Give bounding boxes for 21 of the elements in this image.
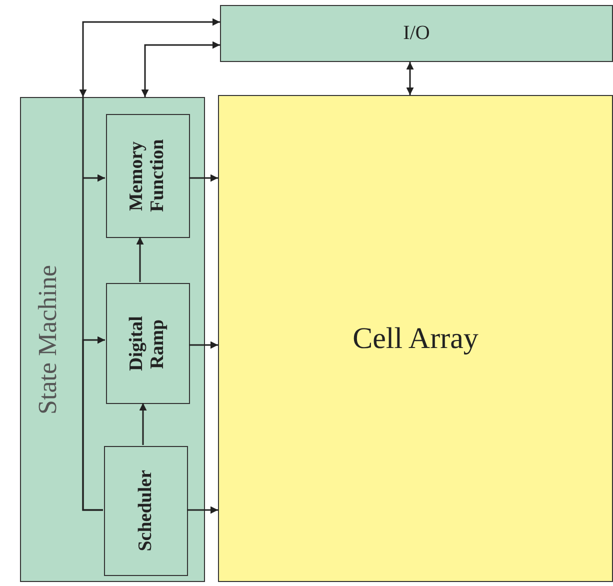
- connector-arrow: [189, 174, 218, 182]
- connector-arrow: [139, 403, 147, 445]
- block-label: Cell Array: [352, 322, 478, 356]
- function-block: [104, 446, 188, 576]
- block-label: State Machine: [33, 264, 63, 414]
- block-label: I/O: [403, 22, 430, 45]
- connector-arrow: [79, 18, 220, 97]
- function-block: [106, 283, 190, 404]
- block-label: Scheduler: [136, 470, 156, 552]
- block-label: Digital Ramp: [127, 315, 169, 373]
- state-machine-panel: [20, 97, 205, 582]
- io-block: [220, 5, 613, 62]
- connector-arrow: [82, 336, 105, 511]
- cell-array-block: [218, 95, 613, 582]
- connector-arrow: [136, 237, 144, 282]
- function-block: [106, 114, 190, 238]
- block-label: Memory Function: [127, 138, 169, 214]
- connector-arrow: [406, 62, 414, 95]
- connector-arrow: [189, 341, 218, 349]
- connector-arrow: [187, 506, 218, 514]
- connector-arrow: [141, 41, 220, 97]
